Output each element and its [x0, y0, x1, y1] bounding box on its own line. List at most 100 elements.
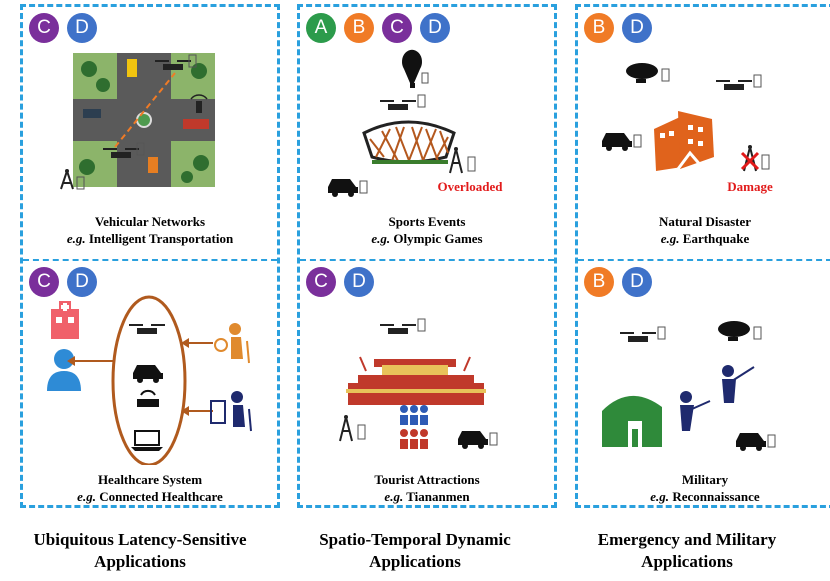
badge: B	[584, 13, 614, 43]
cell-example: Tiananmen	[406, 489, 470, 504]
airship-icon	[626, 63, 670, 83]
cell-caption: Military e.g. Reconnaissance	[578, 471, 830, 505]
badge: D	[67, 13, 97, 43]
doctor-icon	[47, 349, 81, 391]
elderly-person-icon	[214, 323, 250, 364]
column-title-ubiquitous: Ubiquitous Latency-Sensitive Application…	[0, 529, 280, 573]
badge: C	[29, 267, 59, 297]
cell-title: Tourist Attractions	[374, 472, 480, 487]
badge: A	[306, 13, 336, 43]
car-icon	[328, 179, 368, 197]
cell-vehicular-networks: C D	[23, 7, 277, 257]
column-title-line: Applications	[94, 552, 186, 571]
soldier-icon	[680, 391, 711, 431]
crowd-icon	[400, 429, 428, 449]
column-title-line: Emergency and Military	[597, 530, 777, 549]
badge: D	[420, 13, 450, 43]
car-icon	[736, 433, 776, 451]
cell-tower-icon	[60, 169, 85, 190]
eg-label: e.g.	[384, 489, 404, 504]
column-title-emergency: Emergency and Military Applications	[547, 529, 827, 573]
crowd-icon	[400, 405, 428, 425]
cell-military: B D	[578, 261, 830, 511]
badge: C	[306, 267, 336, 297]
car-icon	[133, 365, 163, 383]
column-spatio-temporal: A B C D	[297, 4, 557, 508]
collapsed-building-icon	[654, 111, 714, 171]
cell-example: Connected Healthcare	[99, 489, 223, 504]
cell-title: Military	[681, 472, 729, 487]
drone-icon	[380, 94, 426, 110]
eg-label: e.g.	[66, 231, 86, 246]
drone-icon	[620, 326, 666, 342]
column-emergency-military: B D	[575, 4, 830, 508]
cell-healthcare: C D	[23, 261, 277, 511]
cell-caption: Tourist Attractions e.g. Tiananmen	[300, 471, 554, 505]
healthcare-illustration	[47, 295, 252, 465]
router-icon	[137, 389, 159, 407]
badge: B	[344, 13, 374, 43]
cell-tourist-attractions: C D	[300, 261, 554, 511]
drone-icon	[129, 324, 165, 334]
stadium-illustration: Overloaded	[328, 49, 504, 197]
eg-label: e.g.	[77, 489, 96, 504]
drone-icon	[716, 74, 762, 90]
eg-label: e.g.	[650, 489, 670, 504]
cell-example: Olympic Games	[393, 231, 483, 246]
cell-sports-events: A B C D	[300, 7, 554, 257]
badge: D	[344, 267, 374, 297]
hospital-icon	[51, 301, 79, 339]
elderly-person-icon	[210, 391, 252, 432]
cell-example: Reconnaissance	[672, 489, 760, 504]
column-title-line: Applications	[641, 552, 733, 571]
cell-caption: Vehicular Networks e.g. Intelligent Tran…	[23, 213, 277, 247]
drone-icon	[155, 54, 197, 70]
cell-tower-icon	[339, 415, 366, 442]
stadium-icon	[362, 120, 456, 164]
cell-tower-icon	[449, 147, 476, 174]
router-icon	[190, 94, 208, 113]
drone-icon	[103, 142, 145, 158]
laptop-icon	[131, 430, 163, 451]
badge-row: B D	[584, 13, 652, 43]
tent-icon	[602, 395, 662, 447]
cell-caption: Sports Events e.g. Olympic Games	[300, 213, 554, 247]
cell-title: Sports Events	[388, 214, 466, 229]
cell-divider	[23, 259, 277, 261]
car-icon	[458, 431, 498, 449]
badge: C	[382, 13, 412, 43]
car-icon	[602, 133, 642, 151]
badge: C	[29, 13, 59, 43]
cell-title: Vehicular Networks	[94, 214, 206, 229]
badge: B	[584, 267, 614, 297]
column-title-line: Ubiquitous Latency-Sensitive	[33, 530, 247, 549]
badge-row: A B C D	[306, 13, 450, 43]
damage-label: Damage	[727, 179, 773, 194]
cell-divider	[300, 259, 554, 261]
cell-natural-disaster: B D	[578, 7, 830, 257]
eg-label: e.g.	[371, 231, 391, 246]
column-ubiquitous: C D	[20, 4, 280, 508]
cell-example: Earthquake	[682, 231, 750, 246]
airship-icon	[718, 321, 762, 341]
overloaded-label: Overloaded	[438, 179, 504, 194]
intersection-illustration	[60, 53, 215, 190]
cell-caption: Natural Disaster e.g. Earthquake	[578, 213, 830, 247]
cell-caption: Healthcare System e.g. Connected Healthc…	[23, 471, 277, 505]
badge-row: C D	[306, 267, 374, 297]
cell-example: Intelligent Transportation	[88, 231, 234, 246]
badge-row: C D	[29, 13, 97, 43]
badge: D	[622, 13, 652, 43]
cell-divider	[578, 259, 830, 261]
badge: D	[622, 267, 652, 297]
tiananmen-illustration	[339, 318, 498, 449]
soldier-icon	[722, 365, 755, 403]
column-title-line: Applications	[369, 552, 461, 571]
column-title-line: Spatio-Temporal Dynamic	[319, 530, 511, 549]
cell-title: Natural Disaster	[658, 214, 752, 229]
cell-title: Healthcare System	[97, 472, 203, 487]
drone-icon	[380, 318, 426, 334]
gate-tower-icon	[346, 356, 486, 405]
eg-label: e.g.	[660, 231, 680, 246]
badge-row: B D	[584, 267, 652, 297]
